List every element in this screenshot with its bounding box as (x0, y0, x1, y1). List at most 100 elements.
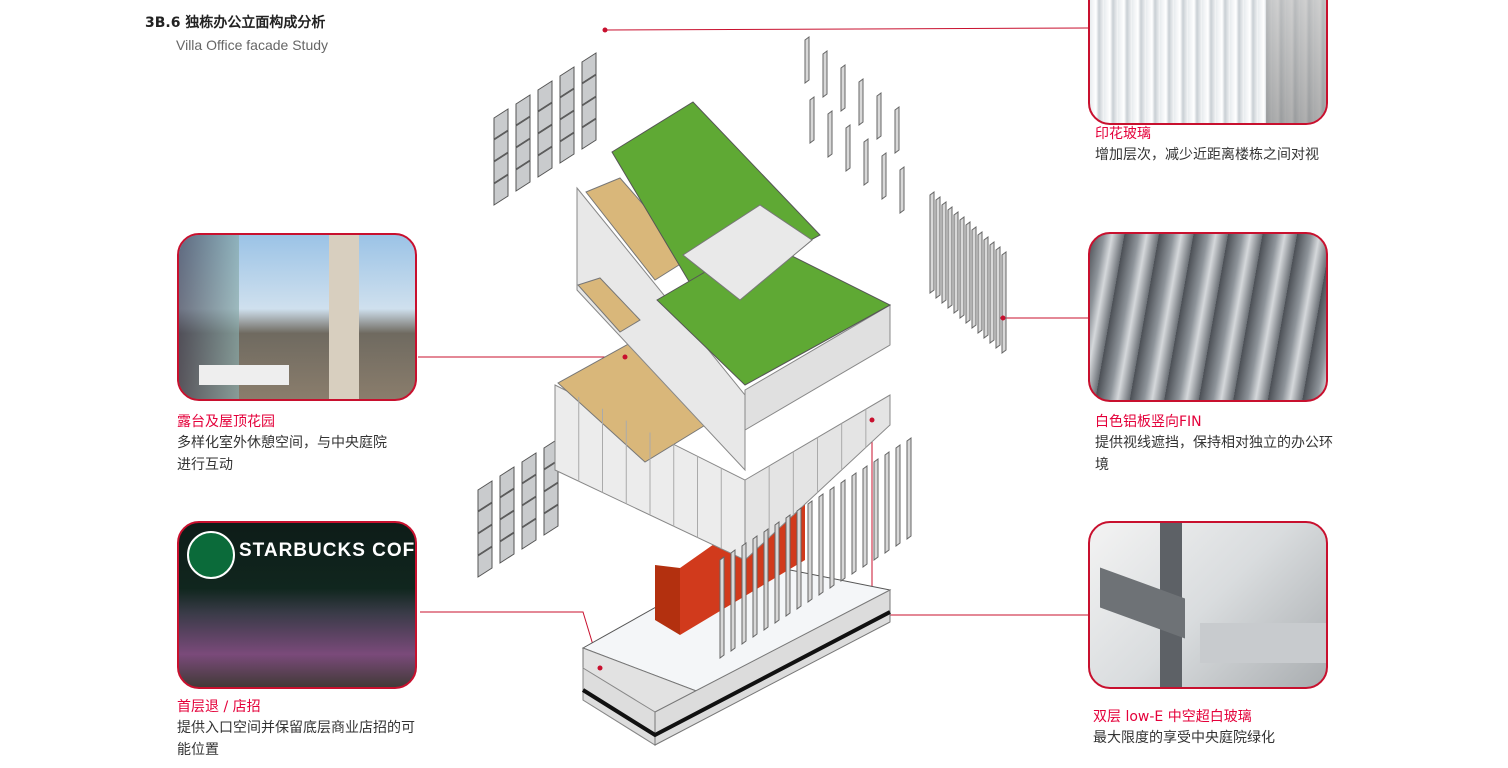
glass-panel (537, 80, 553, 112)
glass-panel (493, 152, 509, 184)
glass-panel (499, 510, 515, 542)
caption-body: 最大限度的享受中央庭院绿化 (1093, 730, 1275, 746)
glass-panel (477, 480, 493, 512)
glass-panel (499, 466, 515, 498)
glass-panel (499, 488, 515, 520)
caption-body: 提供视线遮挡，保持相对独立的办公环境 (1095, 435, 1333, 473)
glass-panel (543, 504, 559, 536)
printed-glass-photo (1088, 0, 1328, 125)
glass-panel (515, 138, 531, 170)
fin (858, 78, 864, 126)
store-sign-text: STARBUCKS COF (239, 540, 416, 561)
leader-ground (420, 611, 601, 669)
caption-body: 提供入口空间并保留底层商业店招的可能位置 (177, 720, 415, 758)
caption-printed-glass: 印花玻璃 增加层次，减少近距离楼栋之间对视 (1095, 124, 1345, 166)
glass-panel (515, 94, 531, 126)
glass-panel (581, 74, 597, 106)
fin (730, 549, 736, 652)
storefront-photo: STARBUCKS COF (177, 521, 417, 689)
glass-panel (559, 66, 575, 98)
fin (818, 493, 824, 596)
fin (796, 507, 802, 610)
fin (895, 444, 901, 547)
upper-block-front-face (744, 304, 891, 431)
glass-panel (493, 174, 509, 206)
fin (906, 437, 912, 540)
fin (953, 211, 959, 314)
glass-panel (477, 502, 493, 534)
fin (995, 246, 1001, 349)
caption-title: 首层退 / 店招 (177, 699, 261, 715)
starbucks-logo (187, 531, 235, 579)
fin (983, 236, 989, 339)
caption-title: 双层 low-E 中空超白玻璃 (1093, 709, 1252, 725)
glass-panel (521, 518, 537, 550)
fin (719, 556, 725, 659)
fin (977, 231, 983, 334)
caption-title: 印花玻璃 (1095, 126, 1151, 142)
fin (881, 152, 887, 200)
glass-panel (559, 132, 575, 164)
fin (840, 479, 846, 582)
caption-body: 增加层次，减少近距离楼栋之间对视 (1095, 147, 1319, 163)
page-subtitle: Villa Office facade Study (176, 37, 329, 53)
fin (965, 221, 971, 324)
fin-photo (1088, 232, 1328, 402)
glass-panel (521, 452, 537, 484)
fin (959, 216, 965, 319)
caption-low-e: 双层 low-E 中空超白玻璃 最大限度的享受中央庭院绿化 (1093, 707, 1343, 749)
caption-title: 露台及屋顶花园 (177, 414, 275, 430)
glass-panel (537, 124, 553, 156)
glass-panel (581, 118, 597, 150)
glass-panel (493, 108, 509, 140)
fin (804, 36, 810, 84)
fin (947, 206, 953, 309)
fin (862, 465, 868, 568)
glass-panel (477, 524, 493, 556)
glass-panel (537, 102, 553, 134)
fin (971, 226, 977, 329)
roof-louvre-box (682, 204, 813, 301)
fin (884, 451, 890, 554)
glass-panel (559, 110, 575, 142)
fin (941, 201, 947, 304)
terrace-photo (177, 233, 417, 401)
fin (851, 472, 857, 575)
red-core-left (655, 565, 680, 635)
fin (840, 64, 846, 112)
fin (827, 110, 833, 158)
fin (845, 124, 851, 172)
glass-panel (543, 482, 559, 514)
fin (935, 196, 941, 299)
caption-terrace: 露台及屋顶花园 多样化室外休憩空间，与中央庭院进行互动 (177, 412, 427, 476)
fin (809, 96, 815, 144)
printed-glass-panels-bottom (477, 438, 559, 578)
fin (873, 458, 879, 561)
glass-panel (515, 160, 531, 192)
caption-body: 多样化室外休憩空间，与中央庭院进行互动 (177, 435, 387, 473)
glass-panel (493, 130, 509, 162)
fin (752, 535, 758, 638)
fin (807, 500, 813, 603)
leader-printed-glass (604, 27, 1089, 31)
fin (899, 166, 905, 214)
leader-low-e (871, 420, 1088, 616)
glass-panel (477, 546, 493, 578)
fin (894, 106, 900, 154)
glass-panel (537, 146, 553, 178)
printed-glass-panels-top (493, 52, 597, 206)
fin-panels-top (804, 36, 1007, 354)
fin-panels-bottom (719, 437, 912, 659)
fin (989, 241, 995, 344)
fin (741, 542, 747, 645)
fin (929, 191, 935, 294)
fin (763, 528, 769, 631)
glass-panel (521, 474, 537, 506)
fin (863, 138, 869, 186)
caption-ground: 首层退 / 店招 提供入口空间并保留底层商业店招的可能位置 (177, 697, 427, 761)
fin (1001, 251, 1007, 354)
glass-panel (521, 496, 537, 528)
fin (822, 50, 828, 98)
fin (774, 521, 780, 624)
